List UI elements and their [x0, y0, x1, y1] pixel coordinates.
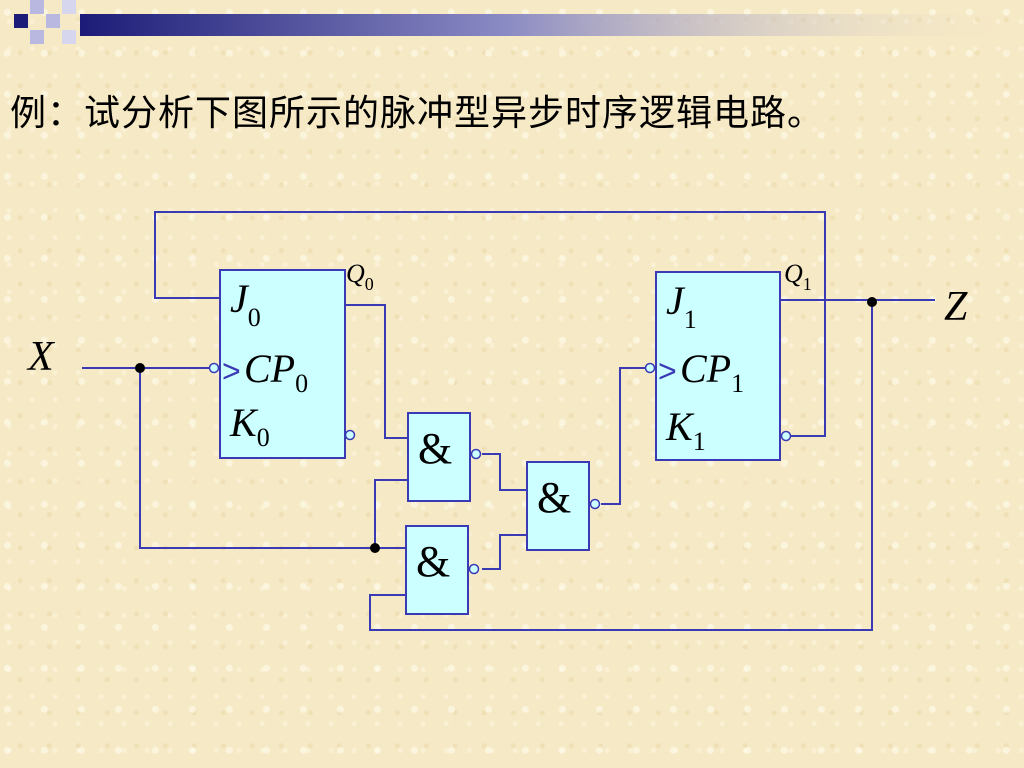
- gate2-symbol: &: [537, 473, 571, 522]
- junction-dot: [135, 363, 145, 373]
- gate2-output-bubble: [589, 498, 601, 510]
- ff0-k-label: K0: [229, 400, 270, 452]
- wire-x-to-gate3: [139, 368, 405, 549]
- banner-square: [62, 0, 76, 14]
- gate3-symbol: &: [416, 537, 450, 586]
- wire-q1bar-to-k1: [790, 300, 826, 437]
- gate3-body: [405, 525, 469, 615]
- flip-flop-0: J0 > CP0 K0 Q0: [208, 259, 374, 459]
- ff0-clock-mark: >: [222, 353, 241, 389]
- slide-heading: 例：试分析下图所示的脉冲型异步时序逻辑电路。: [10, 93, 825, 134]
- and-gate-1: &: [407, 412, 482, 502]
- ff0-qbar-bubble: [344, 429, 356, 441]
- gate1-body: [407, 412, 471, 502]
- ff0-j-label: J0: [230, 276, 261, 332]
- junction-dot: [867, 297, 877, 307]
- flip-flop-1: J1 > CP1 K1 Q1: [644, 259, 812, 461]
- ff0-body: [219, 269, 346, 459]
- banner-square: [30, 0, 44, 14]
- wires: [82, 211, 935, 631]
- wire-gate3-to-gate2: [482, 534, 526, 570]
- banner-square: [62, 30, 76, 44]
- slide-banner: [14, 0, 1024, 44]
- gate2-body: [526, 461, 590, 551]
- ff1-clock-bubble: [644, 362, 656, 374]
- and-gate-3: &: [405, 525, 480, 615]
- banner-square: [30, 30, 44, 44]
- banner-square: [46, 14, 60, 28]
- wire-gate2-to-cp1: [601, 367, 645, 505]
- wire-q0-to-gate1: [346, 304, 407, 439]
- ff0-q-label: Q0: [346, 259, 374, 294]
- ff0-clock-bubble: [208, 362, 220, 374]
- ff0-cp-label: CP0: [244, 346, 308, 398]
- ff1-q-label: Q1: [784, 259, 812, 294]
- ff1-qbar-bubble: [780, 430, 792, 442]
- banner-bar: [80, 14, 1024, 36]
- and-gate-2: &: [526, 461, 601, 551]
- ff1-k-label: K1: [665, 404, 706, 456]
- wire-q1-to-gate3: [369, 300, 873, 631]
- gate3-output-bubble: [468, 563, 480, 575]
- wire-gate1-to-gate2: [482, 453, 526, 491]
- ff1-j-label: J1: [666, 278, 697, 334]
- ff1-cp-label: CP1: [680, 346, 744, 398]
- wire-x-to-gate1: [374, 479, 407, 548]
- banner-square: [14, 14, 28, 28]
- output-z-label: Z: [944, 284, 968, 330]
- gate1-symbol: &: [418, 424, 452, 473]
- ff1-clock-mark: >: [658, 353, 677, 389]
- junction-dot: [370, 543, 380, 553]
- gate1-output-bubble: [470, 448, 482, 460]
- wire-q1-to-j0: [154, 211, 826, 300]
- ff1-body: [655, 271, 781, 461]
- input-x-label: X: [26, 334, 56, 380]
